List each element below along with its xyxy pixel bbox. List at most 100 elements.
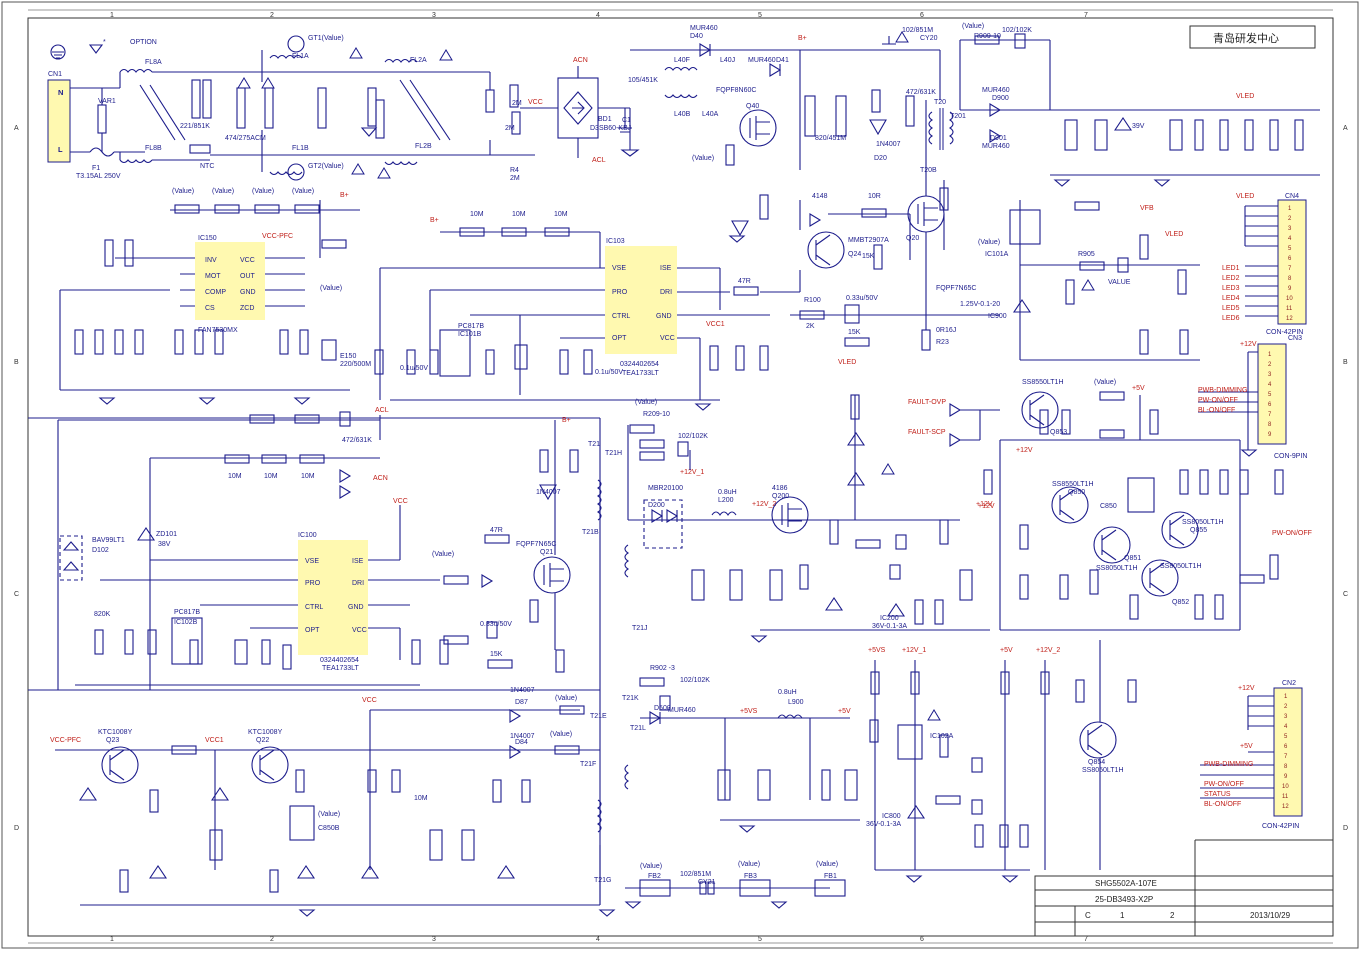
- output-12v-section: (Value) R209-10 102/102K +12V_1 MBR20100…: [627, 359, 995, 643]
- sheet-number: 1: [1120, 911, 1125, 920]
- svg-text:PC817B: PC817B: [174, 609, 200, 616]
- svg-text:FB3: FB3: [744, 873, 757, 880]
- grid-col-2: 2: [270, 12, 274, 19]
- svg-text:T20: T20: [934, 99, 946, 106]
- ic100-body: [298, 540, 368, 655]
- ground-icon: [694, 403, 712, 411]
- optocoupler-c850: [1127, 477, 1155, 513]
- svg-text:472/631K: 472/631K: [906, 89, 936, 96]
- svg-text:1: 1: [1284, 694, 1288, 700]
- ic150-body: [195, 242, 265, 320]
- svg-text:2: 2: [1284, 704, 1288, 710]
- transistor-q854: [1079, 721, 1117, 759]
- output-5v-section: R902 -3 102/102K D500 MUR460 +5VS +5V 0.…: [639, 665, 860, 833]
- transistor-q850: [1051, 486, 1089, 524]
- svg-text:12: 12: [1286, 316, 1293, 322]
- svg-text:8: 8: [1288, 276, 1292, 282]
- svg-text:10M: 10M: [512, 211, 526, 218]
- diode-d40: [699, 43, 712, 57]
- svg-text:7: 7: [1288, 266, 1292, 272]
- svg-text:102/102K: 102/102K: [680, 677, 710, 684]
- svg-text:MMBT2907A: MMBT2907A: [848, 237, 889, 244]
- svg-text:ISE: ISE: [352, 558, 364, 565]
- svg-text:7: 7: [1268, 412, 1272, 418]
- svg-text:10R: 10R: [868, 193, 881, 200]
- inductor-l200: [711, 511, 737, 516]
- svg-text:CY20: CY20: [920, 35, 938, 42]
- ferrite-bead-fb3: [739, 879, 771, 897]
- svg-text:C850B: C850B: [318, 825, 340, 832]
- diode-d82: [539, 484, 557, 501]
- svg-text:BAV99LT1: BAV99LT1: [92, 537, 125, 544]
- svg-text:B+: B+: [562, 417, 571, 424]
- ground-icon: [624, 901, 788, 909]
- svg-text:PWB-DIMMING: PWB-DIMMING: [1198, 387, 1247, 394]
- svg-text:L200: L200: [718, 497, 734, 504]
- regulator-ic200: [886, 603, 906, 617]
- svg-text:CN1: CN1: [48, 71, 62, 78]
- svg-text:+12V: +12V: [1238, 685, 1255, 692]
- svg-text:BL-ON/OFF: BL-ON/OFF: [1198, 407, 1235, 414]
- svg-text:IC200: IC200: [880, 615, 899, 622]
- svg-text:VLED: VLED: [838, 359, 856, 366]
- svg-text:LED5: LED5: [1222, 305, 1240, 312]
- svg-text:GT2(Value): GT2(Value): [308, 163, 344, 170]
- svg-text:0.1u/50V: 0.1u/50V: [595, 369, 623, 376]
- svg-text:MBR20100: MBR20100: [648, 485, 683, 492]
- svg-text:Q21: Q21: [540, 549, 553, 556]
- svg-text:STATUS: STATUS: [1204, 791, 1231, 798]
- svg-text:SS8050LT1H: SS8050LT1H: [1182, 519, 1224, 526]
- svg-text:R902 -3: R902 -3: [650, 665, 675, 672]
- svg-text:Q855: Q855: [1190, 527, 1207, 534]
- svg-text:CON-42PIN: CON-42PIN: [1266, 329, 1303, 336]
- model-number: SHG5502A-107E: [1095, 879, 1157, 888]
- svg-text:FL8B: FL8B: [145, 145, 162, 152]
- svg-text:T21J: T21J: [632, 625, 648, 632]
- svg-text:2M: 2M: [510, 175, 520, 182]
- svg-text:6: 6: [1288, 256, 1292, 262]
- svg-text:102/851M: 102/851M: [902, 27, 933, 34]
- svg-text:B: B: [1343, 359, 1348, 366]
- svg-text:10M: 10M: [301, 473, 315, 480]
- svg-text:1: 1: [1268, 352, 1272, 358]
- svg-text:CN3: CN3: [1288, 335, 1302, 342]
- svg-text:C1: C1: [622, 117, 631, 124]
- svg-text:A: A: [1343, 125, 1348, 132]
- svg-text:TEA1733LT: TEA1733LT: [622, 370, 660, 377]
- inductor-l900: [777, 714, 803, 719]
- svg-text:+5VS: +5VS: [868, 647, 886, 654]
- svg-text:11: 11: [1282, 794, 1289, 800]
- svg-text:IC100: IC100: [298, 532, 317, 539]
- section-dividers: [28, 417, 601, 905]
- svg-text:CON-42PIN: CON-42PIN: [1262, 823, 1299, 830]
- svg-text:VAR1: VAR1: [98, 98, 116, 105]
- svg-text:FQPF8N60C: FQPF8N60C: [716, 87, 756, 94]
- inductor-l40: [664, 66, 698, 71]
- svg-text:VCC: VCC: [393, 498, 408, 505]
- svg-text:(Value): (Value): [432, 551, 454, 558]
- svg-text:D: D: [1343, 825, 1348, 832]
- svg-text:2: 2: [1268, 362, 1272, 368]
- svg-text:DRI: DRI: [660, 289, 672, 296]
- svg-text:CON-9PIN: CON-9PIN: [1274, 453, 1307, 460]
- svg-text:LED3: LED3: [1222, 285, 1240, 292]
- ground-icon: [1053, 179, 1171, 187]
- svg-text:472/631K: 472/631K: [342, 437, 372, 444]
- transistor-q855: [1161, 511, 1199, 549]
- svg-text:+12V_2: +12V_2: [1036, 647, 1060, 654]
- svg-text:INV: INV: [205, 257, 217, 264]
- grid-row-a: A: [14, 125, 19, 132]
- svg-text:*: *: [103, 39, 106, 46]
- ground-icon: [620, 108, 640, 157]
- svg-text:D20: D20: [874, 155, 887, 162]
- svg-text:36V-0.1-3A: 36V-0.1-3A: [866, 821, 901, 828]
- svg-text:5: 5: [758, 936, 762, 943]
- svg-text:3: 3: [1288, 226, 1292, 232]
- svg-text:VCC1: VCC1: [706, 321, 725, 328]
- transistor-q23: [101, 746, 139, 784]
- pfc-stage: MUR460 D40 MUR460 D41 L40F L40J L40B L40…: [630, 25, 941, 170]
- svg-text:(Value): (Value): [252, 188, 274, 195]
- transistor-q851: [1093, 526, 1131, 564]
- svg-text:C850: C850: [1100, 503, 1117, 510]
- svg-text:SS8050LT1H: SS8050LT1H: [1096, 565, 1138, 572]
